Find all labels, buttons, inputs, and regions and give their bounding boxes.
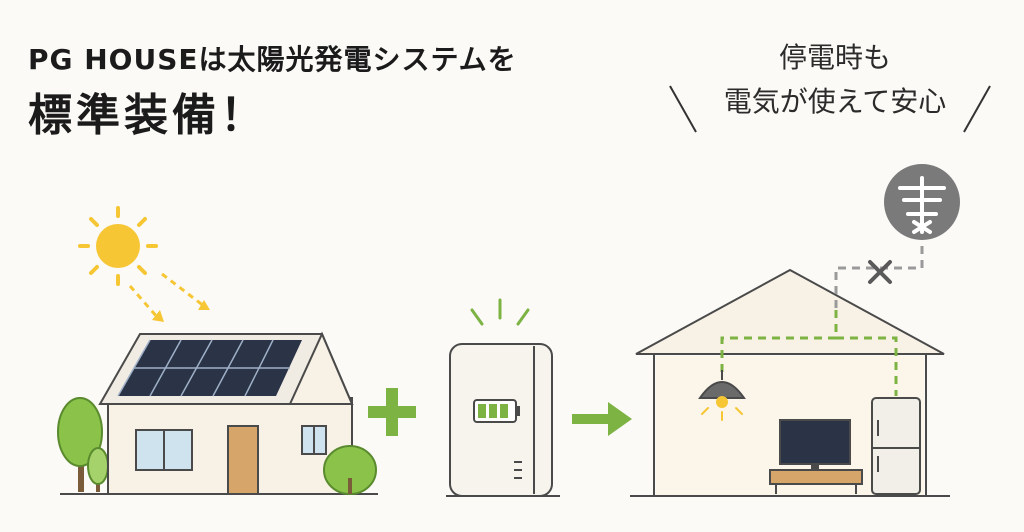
tree-icon — [323, 445, 377, 495]
callout-line1: 停電時も — [778, 41, 891, 74]
plus-icon — [368, 388, 416, 436]
battery-icon — [446, 298, 560, 497]
callout: 停電時も 電気が使えて安心 — [660, 36, 1000, 136]
utility-pole-icon — [884, 164, 960, 240]
headline-line1: PG HOUSEは太陽光発電システムを — [28, 43, 517, 76]
headline-line2: 標準装備！ — [28, 90, 268, 141]
tv-icon — [769, 419, 863, 494]
sun-icon — [78, 206, 158, 286]
refrigerator-icon — [871, 397, 921, 495]
callout-brackets — [669, 85, 991, 133]
wiring-home — [720, 310, 898, 396]
sun-ray-arrows — [128, 272, 205, 319]
callout-text: 停電時も 電気が使えて安心 — [700, 36, 970, 124]
headline: PG HOUSEは太陽光発電システムを 標準装備！ — [28, 40, 648, 148]
lamp-icon — [698, 370, 746, 421]
tree-icon — [57, 397, 109, 492]
solar-house-icon — [60, 331, 378, 495]
callout-line2: 電気が使えて安心 — [723, 85, 947, 118]
wiring-grid — [834, 246, 924, 310]
cross-icon — [868, 260, 892, 284]
arrow-right-icon — [572, 402, 632, 436]
